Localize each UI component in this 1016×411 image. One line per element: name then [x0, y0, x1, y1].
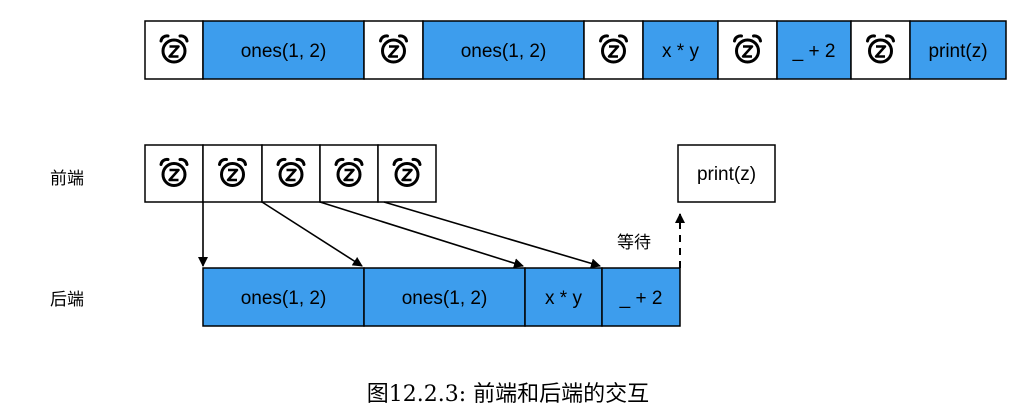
- frontend-sleep-cell: [261, 144, 321, 203]
- op-label: x * y: [662, 41, 699, 62]
- frontend-sleep-cell: [202, 144, 263, 203]
- frontend-label: 前端: [50, 169, 84, 189]
- top-sleep-cell: [850, 20, 911, 80]
- frontend-row: [144, 144, 437, 203]
- top-sleep-cell: [363, 20, 424, 80]
- top-op-cell: _ + 2: [776, 20, 852, 80]
- top-op-cell: print(z): [909, 20, 1007, 80]
- top-timeline: ones(1, 2) ones(1, 2) x * y _ + 2 print(z): [144, 20, 1007, 80]
- op-label: ones(1, 2): [241, 288, 327, 309]
- frontend-backend-diagram: ones(1, 2) ones(1, 2) x * y _ + 2 print(z) 前…: [50, 20, 1007, 327]
- dispatch-arrow: [261, 201, 363, 267]
- top-op-cell: x * y: [642, 20, 719, 80]
- backend-op-cell: ones(1, 2): [202, 267, 365, 327]
- frontend-sleep-cell: [144, 144, 204, 203]
- op-label: _ + 2: [792, 41, 836, 62]
- op-label: print(z): [928, 41, 987, 62]
- top-sleep-cell: [583, 20, 644, 80]
- backend-row: ones(1, 2) ones(1, 2) x * y _ + 2: [202, 267, 681, 327]
- top-op-cell: ones(1, 2): [202, 20, 365, 80]
- wait-label: 等待: [617, 233, 651, 253]
- frontend-print-label: print(z): [697, 164, 756, 185]
- backend-op-cell: _ + 2: [601, 267, 681, 327]
- frontend-print-box: print(z): [677, 144, 776, 203]
- frontend-sleep-cell: [377, 144, 437, 203]
- dispatch-arrow: [383, 201, 601, 269]
- backend-op-cell: ones(1, 2): [363, 267, 526, 327]
- top-sleep-cell: [717, 20, 778, 80]
- top-op-cell: ones(1, 2): [422, 20, 585, 80]
- op-label: _ + 2: [619, 288, 663, 309]
- op-label: x * y: [545, 288, 582, 309]
- frontend-sleep-cell: [319, 144, 379, 203]
- top-sleep-cell: [144, 20, 204, 80]
- backend-label: 后端: [50, 290, 84, 310]
- op-label: ones(1, 2): [241, 41, 327, 62]
- dispatch-arrow: [319, 201, 524, 269]
- op-label: ones(1, 2): [402, 288, 488, 309]
- figure-caption: 图12.2.3: 前端和后端的交互: [366, 382, 650, 407]
- op-label: ones(1, 2): [461, 41, 547, 62]
- dispatch-arrows: [198, 201, 601, 269]
- backend-op-cell: x * y: [524, 267, 603, 327]
